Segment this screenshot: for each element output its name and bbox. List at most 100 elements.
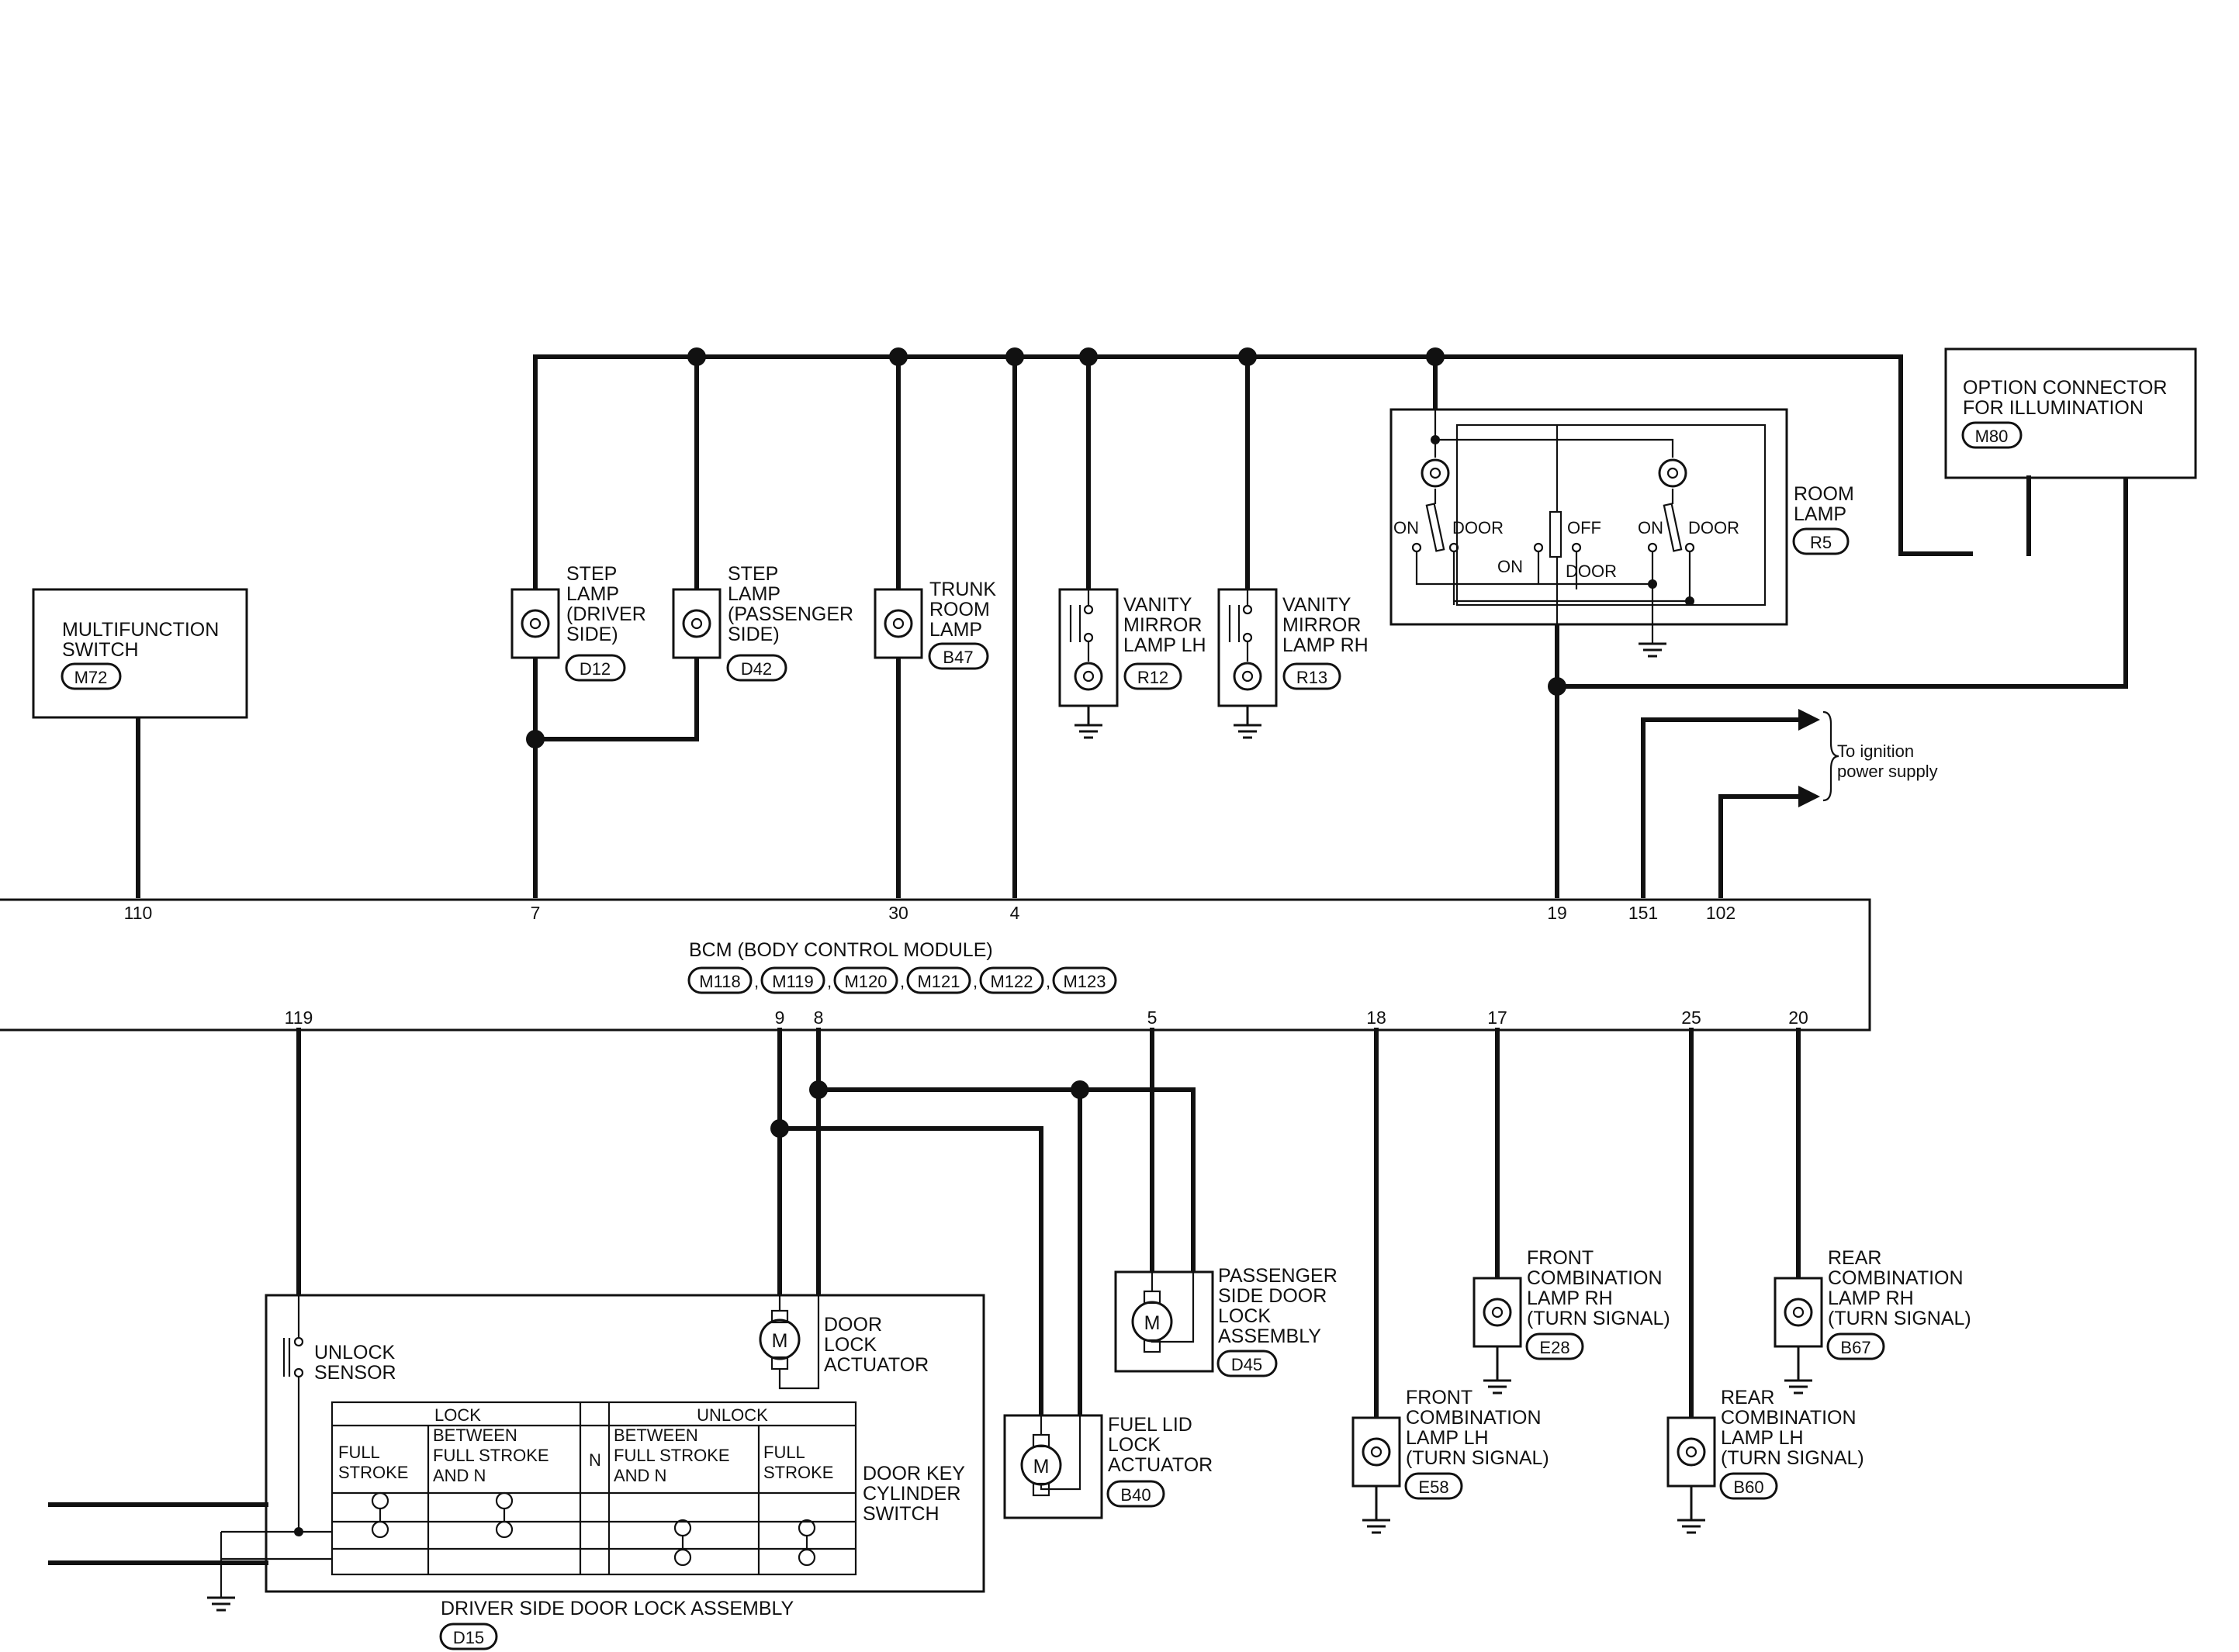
driver-side-door-lock-assembly: M DOOR LOCK ACTUATOR UNLOCK SENSOR LOCK … xyxy=(207,1294,985,1650)
connector-r12: R12 xyxy=(1137,668,1168,687)
top-junction-dots xyxy=(526,347,1566,748)
svg-text:FRONT: FRONT xyxy=(1406,1387,1472,1408)
bcm-pin-7: 7 xyxy=(531,903,541,923)
bcm-pin-8: 8 xyxy=(814,1007,824,1028)
svg-text:STEP: STEP xyxy=(728,563,778,585)
bcm-pin-19: 19 xyxy=(1547,903,1567,923)
svg-text:M118: M118 xyxy=(699,972,740,991)
svg-text:(TURN SIGNAL): (TURN SIGNAL) xyxy=(1527,1308,1670,1329)
svg-text:MIRROR: MIRROR xyxy=(1123,614,1202,636)
bcm-pin-110: 110 xyxy=(124,903,153,923)
svg-text:(DRIVER: (DRIVER xyxy=(566,603,646,625)
svg-text:SENSOR: SENSOR xyxy=(314,1362,396,1384)
svg-text:LAMP: LAMP xyxy=(566,583,619,605)
svg-text:ACTUATOR: ACTUATOR xyxy=(1108,1454,1213,1476)
svg-text:power supply: power supply xyxy=(1837,762,1938,781)
svg-text:LAMP: LAMP xyxy=(1794,503,1846,525)
svg-text:VANITY: VANITY xyxy=(1123,594,1192,616)
svg-text:LAMP RH: LAMP RH xyxy=(1828,1287,1914,1309)
svg-text:M123: M123 xyxy=(1063,972,1106,991)
svg-text:BETWEEN: BETWEEN xyxy=(433,1426,517,1445)
door-key-cylinder-switch-table: LOCK UNLOCK N FULL STROKE BETWEEN FULL S… xyxy=(330,1401,857,1576)
svg-text:(TURN SIGNAL): (TURN SIGNAL) xyxy=(1828,1308,1971,1329)
bcm-pin-17: 17 xyxy=(1487,1007,1507,1028)
svg-text:STROKE: STROKE xyxy=(763,1463,833,1482)
bcm-pin-18: 18 xyxy=(1366,1007,1386,1028)
bcm-pin-5: 5 xyxy=(1147,1007,1158,1028)
svg-text:FOR ILLUMINATION: FOR ILLUMINATION xyxy=(1963,397,2144,419)
motor-symbol: M xyxy=(1033,1456,1050,1477)
passenger-side-door-lock-assembly: M PASSENGER SIDE DOOR LOCK ASSEMBLY D45 xyxy=(1114,1265,1338,1377)
svg-text:STEP: STEP xyxy=(566,563,617,585)
svg-text:FULL: FULL xyxy=(763,1443,805,1462)
svg-text:ON: ON xyxy=(1497,557,1523,576)
svg-text:LAMP: LAMP xyxy=(929,619,982,641)
svg-text:,: , xyxy=(754,972,759,991)
connector-d42: D42 xyxy=(741,659,772,679)
svg-text:FRONT: FRONT xyxy=(1527,1247,1594,1269)
svg-text:SIDE): SIDE) xyxy=(728,624,780,645)
trunk-room-lamp: TRUNK ROOM LAMP B47 xyxy=(874,579,996,670)
svg-text:UNLOCK: UNLOCK xyxy=(697,1405,768,1425)
svg-text:COMBINATION: COMBINATION xyxy=(1721,1407,1857,1429)
bcm-pin-119: 119 xyxy=(285,1007,313,1028)
rear-combination-lamp-lh: REAR COMBINATION LAMP LH (TURN SIGNAL) B… xyxy=(1666,1387,1864,1534)
svg-text:AND N: AND N xyxy=(433,1466,486,1485)
svg-text:AND N: AND N xyxy=(614,1466,666,1485)
svg-text:,: , xyxy=(900,972,905,991)
bcm-pin-20: 20 xyxy=(1788,1007,1808,1028)
bcm-pin-9: 9 xyxy=(775,1007,785,1028)
svg-text:LOCK: LOCK xyxy=(1218,1305,1271,1327)
svg-text:MIRROR: MIRROR xyxy=(1282,614,1361,636)
svg-text:OPTION CONNECTOR: OPTION CONNECTOR xyxy=(1963,377,2167,399)
svg-text:COMBINATION: COMBINATION xyxy=(1527,1267,1663,1289)
bcm-pin-151: 151 xyxy=(1628,903,1658,923)
top-bus-wiring xyxy=(136,354,2128,898)
bcm-pin-102: 102 xyxy=(1706,903,1735,923)
bcm-pin-4: 4 xyxy=(1010,903,1020,923)
svg-text:,: , xyxy=(1046,972,1050,991)
svg-text:(PASSENGER: (PASSENGER xyxy=(728,603,853,625)
svg-text:LAMP RH: LAMP RH xyxy=(1282,634,1369,656)
svg-text:ACTUATOR: ACTUATOR xyxy=(824,1354,929,1376)
svg-text:FUEL LID: FUEL LID xyxy=(1108,1414,1192,1436)
connector-m72: M72 xyxy=(74,668,108,687)
connector-d15: D15 xyxy=(453,1628,484,1647)
svg-text:ON: ON xyxy=(1393,518,1419,537)
motor-symbol: M xyxy=(1144,1312,1161,1334)
svg-text:,: , xyxy=(827,972,832,991)
svg-text:ROOM: ROOM xyxy=(1794,483,1854,505)
svg-text:LAMP LH: LAMP LH xyxy=(1721,1427,1804,1449)
front-combination-lamp-lh: FRONT COMBINATION LAMP LH (TURN SIGNAL) … xyxy=(1351,1387,1549,1534)
svg-text:LOCK: LOCK xyxy=(1108,1434,1161,1456)
svg-text:FULL: FULL xyxy=(338,1443,380,1462)
connector-b60: B60 xyxy=(1733,1477,1763,1497)
key-switch-external-wires xyxy=(48,1502,268,1565)
bcm-pin-25: 25 xyxy=(1681,1007,1701,1028)
multifunction-switch-label-2: SWITCH xyxy=(62,639,139,661)
svg-text:LAMP RH: LAMP RH xyxy=(1527,1287,1613,1309)
svg-text:VANITY: VANITY xyxy=(1282,594,1351,616)
svg-text:M122: M122 xyxy=(990,972,1033,991)
svg-text:COMBINATION: COMBINATION xyxy=(1828,1267,1964,1289)
svg-text:STROKE: STROKE xyxy=(338,1463,408,1482)
bcm-pin-30: 30 xyxy=(888,903,908,923)
room-lamp: ON DOOR OFF ON DOOR ON DOOR ROOM LAMP R5 xyxy=(1389,408,1854,658)
svg-text:ROOM: ROOM xyxy=(929,599,990,620)
svg-text:TRUNK: TRUNK xyxy=(929,579,996,600)
svg-text:(TURN SIGNAL): (TURN SIGNAL) xyxy=(1721,1447,1864,1469)
bcm-title: BCM (BODY CONTROL MODULE) xyxy=(689,939,993,961)
svg-text:OFF: OFF xyxy=(1567,518,1601,537)
svg-text:UNLOCK: UNLOCK xyxy=(314,1342,396,1363)
rear-combination-lamp-rh: REAR COMBINATION LAMP RH (TURN SIGNAL) B… xyxy=(1774,1247,1971,1395)
svg-text:REAR: REAR xyxy=(1828,1247,1881,1269)
connector-m80: M80 xyxy=(1975,427,2009,446)
step-lamp-driver: STEP LAMP (DRIVER SIDE) D12 xyxy=(510,563,646,682)
motor-symbol: M xyxy=(772,1330,788,1352)
svg-text:DOOR: DOOR xyxy=(1688,518,1739,537)
svg-text:PASSENGER: PASSENGER xyxy=(1218,1265,1338,1287)
svg-text:COMBINATION: COMBINATION xyxy=(1406,1407,1542,1429)
svg-text:N: N xyxy=(589,1450,601,1470)
connector-r13: R13 xyxy=(1296,668,1327,687)
svg-text:REAR: REAR xyxy=(1721,1387,1774,1408)
